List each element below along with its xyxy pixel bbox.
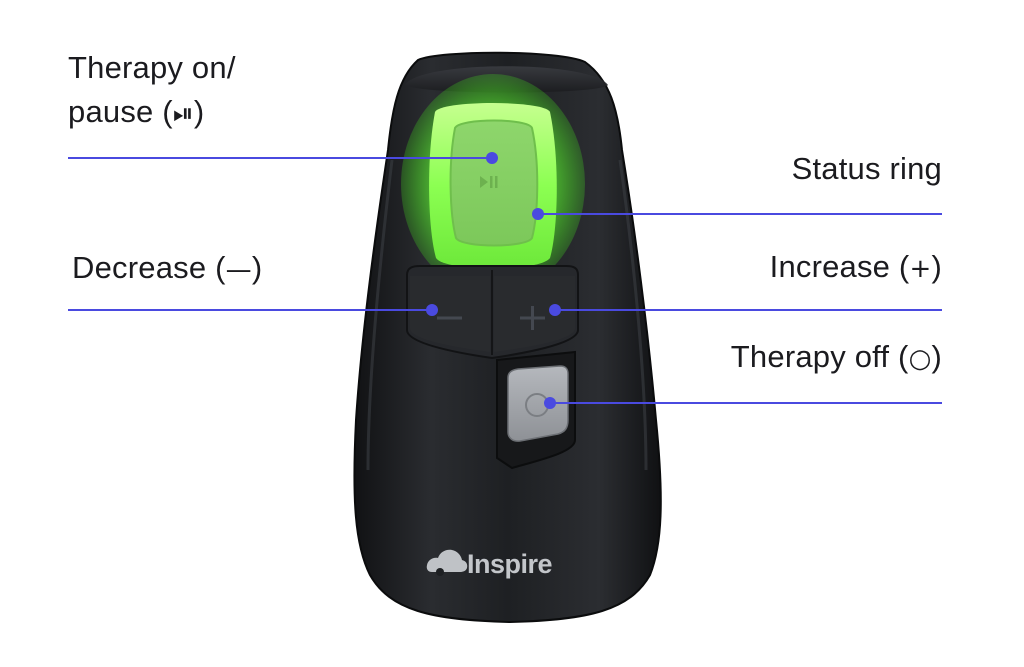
callout-dot-increase (549, 304, 561, 316)
callout-dot-therapy-on (486, 152, 498, 164)
callout-dots (426, 152, 561, 409)
decrease-button[interactable] (410, 276, 490, 352)
callout-dot-status-ring (532, 208, 544, 220)
label-therapy-on-line1: Therapy on/ (68, 50, 236, 85)
plus-symbol: + (909, 254, 932, 284)
play-pause-icon (480, 176, 498, 188)
therapy-off-button[interactable] (496, 350, 576, 470)
plus-icon (520, 306, 545, 330)
label-decrease: Decrease (—) (72, 250, 263, 285)
increase-button[interactable] (494, 276, 575, 352)
label-therapy-on-line2: pause (⏯) (68, 94, 205, 129)
off-symbol: ○ (908, 344, 932, 374)
callout-lines (68, 157, 942, 404)
play-pause-symbol: ⏯ (172, 99, 194, 129)
minus-symbol: — (225, 255, 252, 285)
label-therapy-on-pause: Therapy on/ pause (⏯) (68, 46, 236, 136)
brand-name: Inspire (467, 549, 553, 579)
inspire-logo-icon (426, 549, 468, 576)
label-increase: Increase (+) (769, 249, 942, 284)
play-pause-button[interactable] (449, 119, 539, 247)
label-status-ring: Status ring (791, 151, 942, 186)
label-therapy-off: Therapy off (○) (730, 339, 942, 374)
callout-dot-decrease (426, 304, 438, 316)
callout-dot-therapy-off (544, 397, 556, 409)
